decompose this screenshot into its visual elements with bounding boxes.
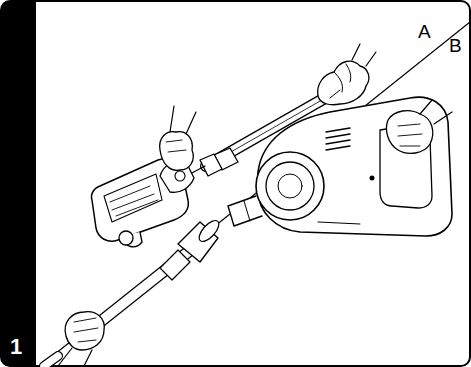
panel-divider <box>40 22 470 366</box>
step-number: 1 <box>10 336 22 358</box>
step-band <box>1 1 36 366</box>
panel-letter: A <box>418 22 431 41</box>
panel-b-art <box>44 97 452 366</box>
panel-letter: B <box>449 36 462 55</box>
